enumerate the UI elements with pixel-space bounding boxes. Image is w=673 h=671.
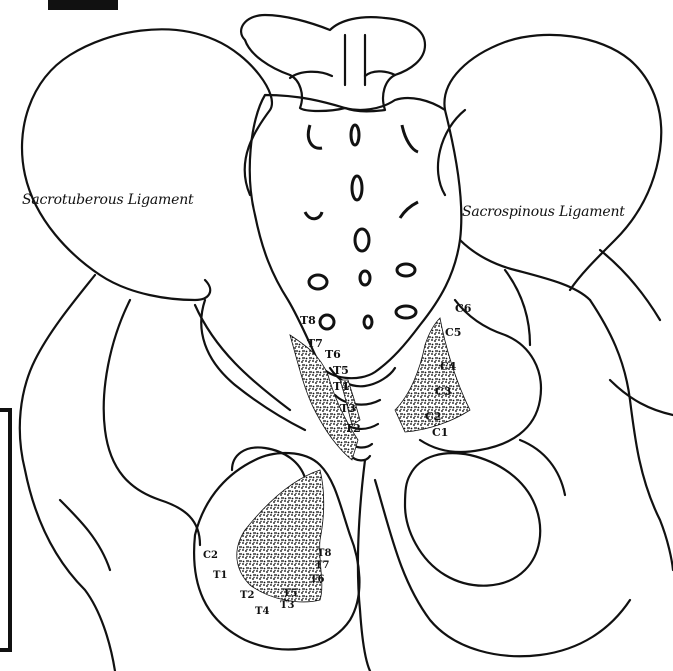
point-t2-low: T2 bbox=[240, 590, 254, 601]
point-c6: C6 bbox=[455, 302, 472, 315]
point-c5: C5 bbox=[445, 326, 461, 339]
point-t3-top: T3 bbox=[340, 402, 356, 415]
point-t4-top: T4 bbox=[333, 380, 349, 393]
sacral-foramina bbox=[305, 125, 418, 329]
left-femur bbox=[20, 275, 115, 671]
point-t6-top: T6 bbox=[325, 348, 341, 361]
point-t5-top: T5 bbox=[333, 364, 349, 377]
point-t4-low: T4 bbox=[255, 606, 269, 617]
point-t7-top: T7 bbox=[307, 337, 323, 350]
point-t3-low: T3 bbox=[280, 600, 294, 611]
point-t1-low: T1 bbox=[213, 570, 227, 581]
lumbar-vertebra bbox=[241, 15, 425, 111]
left-ilium bbox=[22, 29, 272, 300]
right-ilium bbox=[444, 35, 661, 290]
point-c2: C2 bbox=[425, 410, 441, 423]
point-c3: C3 bbox=[435, 385, 451, 398]
sacrotuberous-label: Sacrotuberous Ligament bbox=[22, 192, 194, 208]
point-t2-top: T2 bbox=[345, 422, 361, 435]
point-t5-low: T5 bbox=[283, 588, 297, 599]
point-c2-low: C2 bbox=[203, 550, 218, 561]
point-c1: C1 bbox=[432, 426, 448, 439]
frame-bracket bbox=[0, 410, 10, 650]
right-femur bbox=[590, 300, 673, 570]
point-t8-low: T8 bbox=[317, 548, 331, 559]
right-ischium bbox=[405, 453, 540, 585]
scan-artifact-top bbox=[48, 0, 118, 10]
point-t6-low: T6 bbox=[310, 574, 324, 585]
point-t7-low: T7 bbox=[315, 560, 329, 571]
sacrospinous-label: Sacrospinous Ligament bbox=[462, 204, 625, 220]
point-t8-top: T8 bbox=[300, 314, 316, 327]
point-c4: C4 bbox=[440, 360, 457, 373]
